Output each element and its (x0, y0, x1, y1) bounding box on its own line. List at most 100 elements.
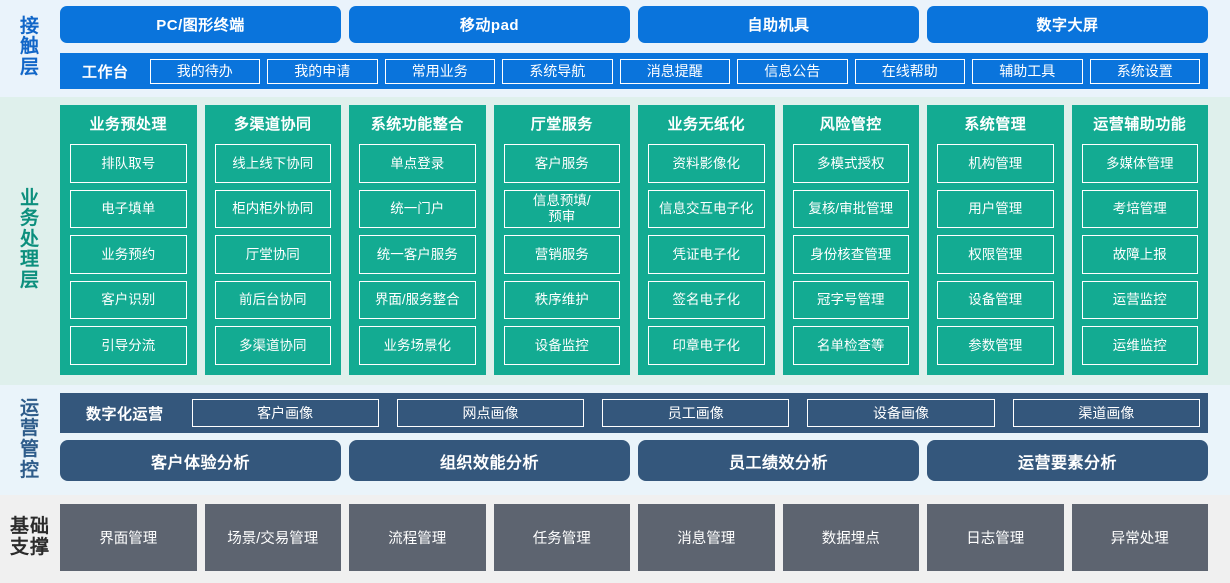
workbench-item-online-help[interactable]: 在线帮助 (854, 58, 966, 84)
business-column-lobby-service: 厅堂服务 客户服务 信息预填/ 预审 营销服务 秩序维护 设备监控 (493, 105, 630, 375)
layer-contact-label: 接触层 (0, 6, 60, 89)
workbench-title: 工作台 (82, 63, 129, 81)
business-item[interactable]: 排队取号 (70, 144, 187, 183)
business-item[interactable]: 客户服务 (503, 144, 620, 183)
layer-foundation: 基础支撑 界面管理 场景/交易管理 流程管理 任务管理 消息管理 数据埋点 日志… (0, 495, 1230, 583)
profile-item-branch[interactable]: 网点画像 (396, 399, 585, 427)
business-column-title: 厅堂服务 (530, 116, 593, 133)
business-item[interactable]: 业务预约 (70, 235, 187, 274)
business-item[interactable]: 冠字号管理 (792, 280, 909, 320)
foundation-item-ui-management[interactable]: 界面管理 (60, 504, 197, 571)
business-item[interactable]: 身份核查管理 (792, 235, 909, 274)
business-column-title: 风险管控 (819, 116, 882, 133)
business-item[interactable]: 秩序维护 (503, 280, 620, 320)
analysis-item-employee-performance[interactable]: 员工绩效分析 (638, 440, 919, 481)
business-column-title: 运营辅助功能 (1093, 116, 1187, 133)
business-item[interactable]: 界面/服务整合 (359, 280, 476, 320)
business-item[interactable]: 厅堂协同 (214, 235, 331, 274)
workbench-item-system-settings[interactable]: 系统设置 (1089, 58, 1201, 84)
workbench-item-common-business[interactable]: 常用业务 (384, 58, 496, 84)
profile-item-employee[interactable]: 员工画像 (602, 399, 790, 427)
business-item[interactable]: 名单检查等 (792, 326, 909, 365)
channel-box-digital-screen[interactable]: 数字大屏 (927, 6, 1208, 44)
business-column-title: 多渠道协同 (233, 116, 312, 133)
foundation-item-exception-handling[interactable]: 异常处理 (1071, 504, 1208, 571)
analysis-item-operation-factor[interactable]: 运营要素分析 (927, 440, 1208, 481)
business-item[interactable]: 电子填单 (70, 189, 187, 229)
business-item[interactable]: 统一客户服务 (359, 235, 476, 274)
layer-business-label: 业务处理层 (0, 105, 60, 375)
business-item[interactable]: 单点登录 (359, 144, 476, 183)
business-item[interactable]: 柜内柜外协同 (214, 189, 331, 229)
analysis-item-organization-efficiency[interactable]: 组织效能分析 (349, 440, 630, 481)
business-item[interactable]: 运营监控 (1081, 280, 1198, 320)
foundation-item-task-management[interactable]: 任务管理 (493, 504, 630, 571)
foundation-item-process-management[interactable]: 流程管理 (349, 504, 486, 571)
foundation-item-log-management[interactable]: 日志管理 (927, 504, 1064, 571)
workbench-item-message-alert[interactable]: 消息提醒 (619, 58, 731, 84)
profile-item-channel[interactable]: 渠道画像 (1012, 399, 1200, 427)
business-column-paperless: 业务无纸化 资料影像化 信息交互电子化 凭证电子化 签名电子化 印章电子化 (638, 105, 775, 375)
business-column-system-management: 系统管理 机构管理 用户管理 权限管理 设备管理 参数管理 (927, 105, 1064, 375)
channel-box-mobile-pad[interactable]: 移动pad (349, 6, 630, 44)
business-item[interactable]: 多媒体管理 (1081, 144, 1198, 183)
layer-contact-body: PC/图形终端 移动pad 自助机具 数字大屏 工作台 我的待办 我的申请 常用… (60, 6, 1230, 89)
business-item[interactable]: 设备管理 (937, 280, 1054, 320)
foundation-item-message-management[interactable]: 消息管理 (638, 504, 775, 571)
business-item[interactable]: 引导分流 (70, 326, 187, 365)
business-item[interactable]: 故障上报 (1081, 235, 1198, 274)
workbench-row: 工作台 我的待办 我的申请 常用业务 系统导航 消息提醒 信息公告 在线帮助 辅… (60, 53, 1208, 89)
business-item[interactable]: 信息交互电子化 (648, 189, 765, 229)
layer-business: 业务处理层 业务预处理 排队取号 电子填单 业务预约 客户识别 引导分流 多渠道… (0, 97, 1230, 385)
business-item[interactable]: 参数管理 (937, 326, 1054, 365)
workbench-item-my-todo[interactable]: 我的待办 (149, 58, 261, 84)
business-item[interactable]: 设备监控 (503, 326, 620, 365)
business-item[interactable]: 复核/审批管理 (792, 189, 909, 229)
business-item[interactable]: 凭证电子化 (648, 235, 765, 274)
digital-operation-title: 数字化运营 (86, 405, 164, 423)
business-item[interactable]: 考培管理 (1081, 189, 1198, 229)
analysis-item-customer-experience[interactable]: 客户体验分析 (60, 440, 341, 481)
workbench-item-my-application[interactable]: 我的申请 (267, 58, 378, 84)
business-item[interactable]: 客户识别 (70, 280, 187, 320)
workbench-item-announcement[interactable]: 信息公告 (737, 58, 848, 84)
foundation-item-data-tracking[interactable]: 数据埋点 (782, 504, 919, 571)
layer-operation-label-text: 运营管控 (19, 397, 40, 481)
business-item[interactable]: 多模式授权 (792, 144, 909, 183)
business-item[interactable]: 多渠道协同 (214, 326, 331, 365)
channel-box-self-service[interactable]: 自助机具 (638, 6, 919, 44)
layer-business-label-text: 业务处理层 (19, 187, 40, 291)
business-item[interactable]: 业务场景化 (359, 326, 476, 365)
business-item[interactable]: 签名电子化 (648, 280, 765, 320)
business-column-title: 业务无纸化 (667, 116, 745, 133)
foundation-item-scenario-transaction-management[interactable]: 场景/交易管理 (204, 504, 341, 571)
profile-item-customer[interactable]: 客户画像 (191, 399, 379, 427)
business-column-operation-support: 运营辅助功能 多媒体管理 考培管理 故障上报 运营监控 运维监控 (1071, 105, 1208, 375)
business-item[interactable]: 印章电子化 (648, 326, 765, 365)
layer-operation-label: 运营管控 (0, 393, 60, 487)
digital-operation-row: 数字化运营 客户画像 网点画像 员工画像 设备画像 渠道画像 (60, 393, 1208, 433)
workbench-item-aux-tools[interactable]: 辅助工具 (972, 58, 1083, 84)
channel-box-pc[interactable]: PC/图形终端 (60, 6, 341, 44)
layer-contact-label-text: 接触层 (19, 15, 40, 78)
business-item[interactable]: 机构管理 (937, 144, 1054, 183)
business-column-title: 系统功能整合 (370, 116, 464, 133)
business-item[interactable]: 资料影像化 (648, 144, 765, 183)
business-item[interactable]: 信息预填/ 预审 (503, 189, 620, 229)
layer-contact: 接触层 PC/图形终端 移动pad 自助机具 数字大屏 工作台 我的待办 我的申… (0, 0, 1230, 97)
business-item[interactable]: 统一门户 (359, 189, 476, 229)
business-item[interactable]: 线上线下协同 (214, 144, 331, 183)
workbench-item-system-navigation[interactable]: 系统导航 (502, 58, 613, 84)
layer-operation-body: 数字化运营 客户画像 网点画像 员工画像 设备画像 渠道画像 客户体验分析 组织… (60, 393, 1230, 487)
business-item[interactable]: 用户管理 (937, 189, 1054, 229)
business-item[interactable]: 营销服务 (503, 235, 620, 274)
business-item[interactable]: 运维监控 (1081, 326, 1198, 365)
business-column-title: 系统管理 (964, 116, 1027, 133)
business-item[interactable]: 前后台协同 (214, 280, 331, 320)
profile-item-device[interactable]: 设备画像 (807, 399, 995, 427)
business-item[interactable]: 权限管理 (937, 235, 1054, 274)
layer-business-body: 业务预处理 排队取号 电子填单 业务预约 客户识别 引导分流 多渠道协同 线上线… (60, 105, 1230, 375)
layer-operation: 运营管控 数字化运营 客户画像 网点画像 员工画像 设备画像 渠道画像 客户体验… (0, 385, 1230, 495)
layer-foundation-body: 界面管理 场景/交易管理 流程管理 任务管理 消息管理 数据埋点 日志管理 异常… (60, 504, 1230, 571)
